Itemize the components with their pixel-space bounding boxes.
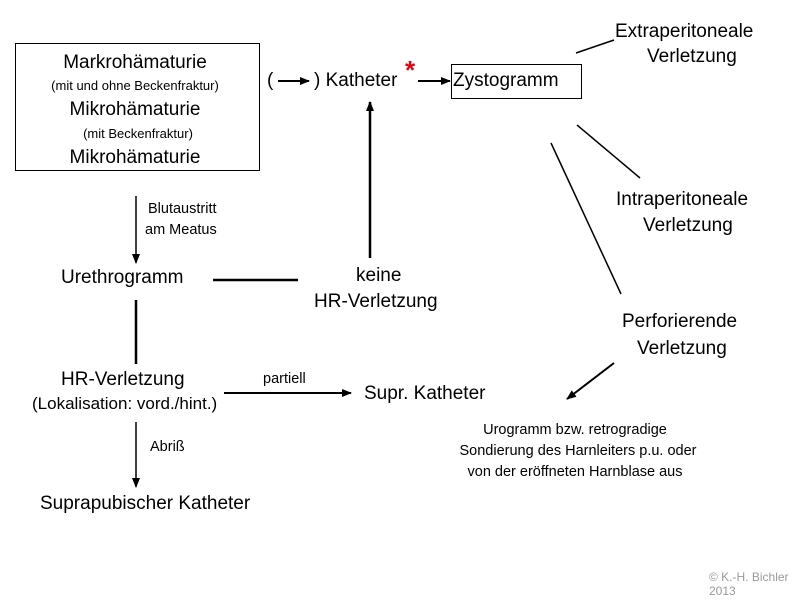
asterisk-marker: * bbox=[405, 55, 416, 85]
urogramm-line2: Sondierung des Harnleiters p.u. oder bbox=[459, 443, 697, 459]
lokalisation-label: (Lokalisation: vord./hint.) bbox=[32, 394, 218, 413]
box-line-mikrohaematurie-1: Mikrohämaturie bbox=[69, 99, 201, 120]
extraperitoneal-line1: Extraperitoneale bbox=[615, 21, 754, 42]
urogramm-line1: Urogramm bzw. retrogradige bbox=[483, 422, 667, 438]
perforierend-line1: Perforierende bbox=[622, 311, 738, 332]
zystogramm-label: Zystogramm bbox=[453, 70, 559, 91]
box-line-beckenfraktur-1: (mit und ohne Beckenfraktur) bbox=[51, 78, 219, 93]
urethrogramm-label: Urethrogramm bbox=[61, 267, 184, 288]
copyright-notice: © K.-H. Bichler 2013 bbox=[709, 570, 789, 599]
main-indication-box bbox=[15, 43, 260, 171]
intraperitoneal-line1: Intraperitoneale bbox=[616, 189, 749, 210]
extraperitoneal-line2: Verletzung bbox=[647, 46, 737, 67]
katheter-label: ) Katheter bbox=[314, 70, 398, 91]
urogramm-line3: von der eröffneten Harnblase aus bbox=[467, 464, 683, 480]
keine-hr-verletzung-label: HR-Verletzung bbox=[314, 291, 438, 312]
line-to-perforierend bbox=[550, 142, 622, 295]
copyright-line1: © K.-H. Bichler bbox=[709, 570, 789, 584]
arrow-perforierend-to-urogramm bbox=[566, 362, 615, 400]
suprapubischer-katheter-label: Suprapubischer Katheter bbox=[40, 493, 251, 514]
box-line-mikrohaematurie-2: Mikrohämaturie bbox=[69, 147, 201, 168]
hr-verletzung-label: HR-Verletzung bbox=[61, 369, 185, 390]
blutaustritt-line1: Blutaustritt bbox=[148, 201, 217, 217]
perforierend-line2: Verletzung bbox=[637, 338, 727, 359]
keine-label: keine bbox=[356, 265, 402, 286]
supr-katheter-label: Supr. Katheter bbox=[364, 383, 486, 404]
line-to-extraperitoneal bbox=[575, 39, 615, 54]
box-line-beckenfraktur-2: (mit Beckenfraktur) bbox=[83, 126, 193, 141]
copyright-line2: 2013 bbox=[709, 583, 736, 598]
partiell-label: partiell bbox=[263, 371, 306, 387]
paren-open: ( bbox=[267, 70, 274, 91]
intraperitoneal-line2: Verletzung bbox=[643, 215, 733, 236]
box-line-markrohaematurie: Markrohämaturie bbox=[63, 52, 207, 73]
blutaustritt-line2: am Meatus bbox=[145, 222, 217, 238]
line-to-intraperitoneal bbox=[576, 124, 641, 179]
abriss-label: Abriß bbox=[150, 439, 185, 455]
zystogramm-box bbox=[451, 64, 582, 99]
